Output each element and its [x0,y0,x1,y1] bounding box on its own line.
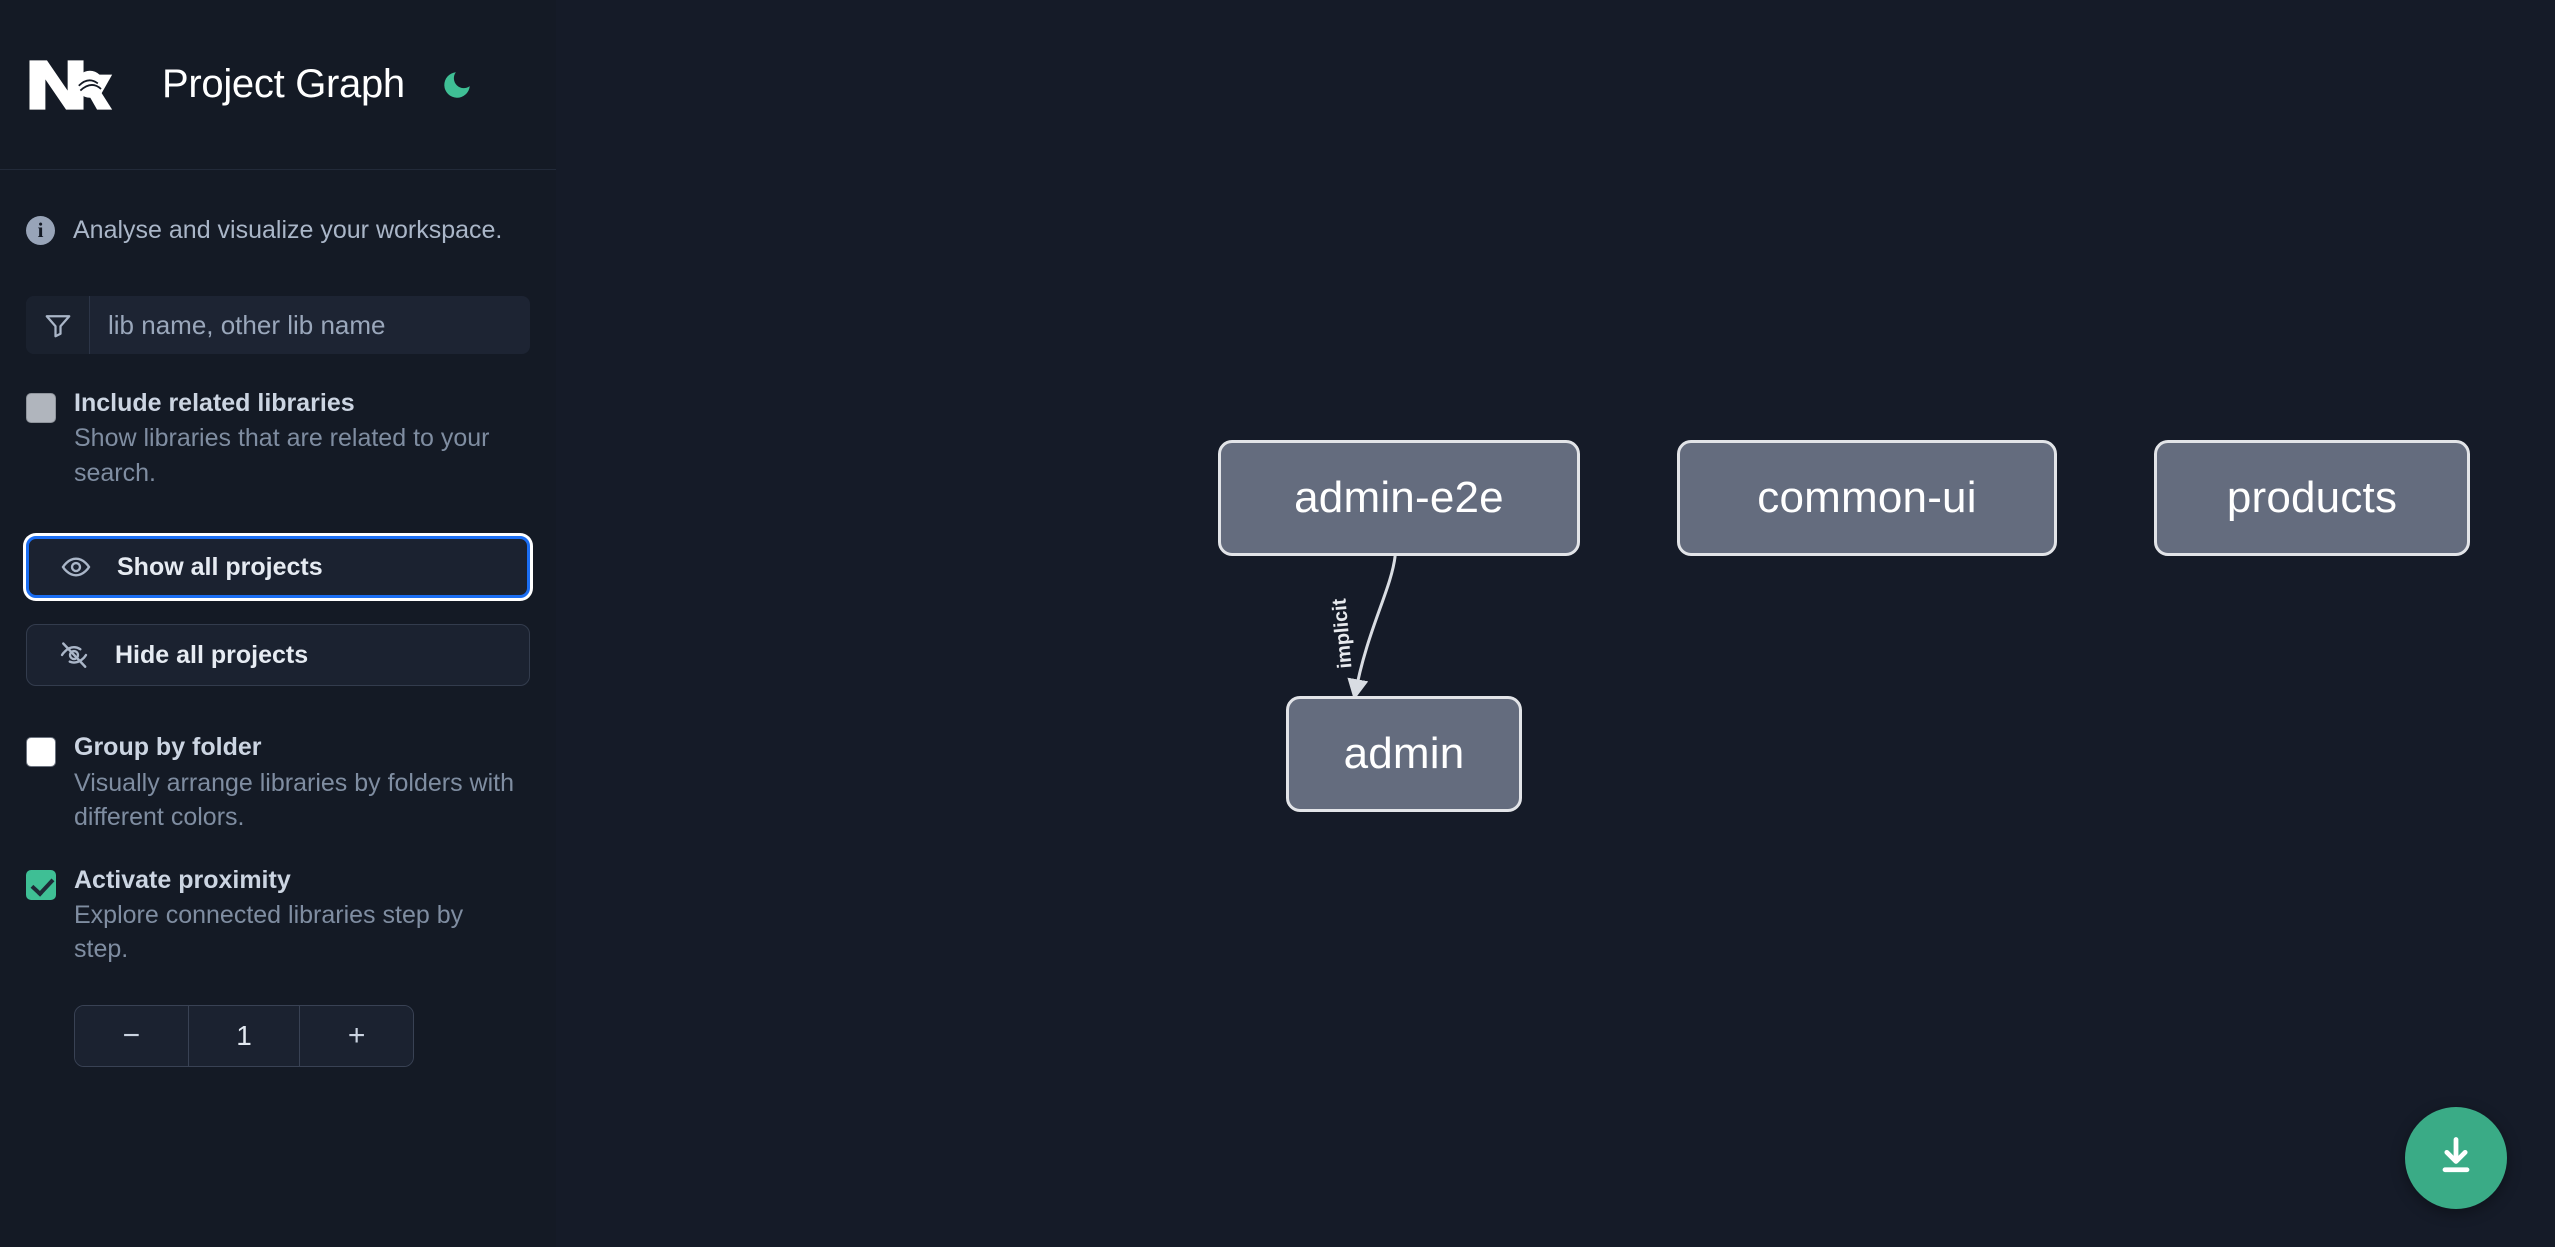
graph-node-label: common-ui [1757,473,1977,522]
moon-icon[interactable] [435,63,479,107]
page-title: Project Graph [162,62,405,106]
proximity-decrement-button[interactable]: − [75,1005,188,1066]
search-input[interactable] [90,296,530,354]
proximity-stepper[interactable]: − 1 + [74,1004,414,1067]
graph-node-products[interactable]: products [2154,440,2470,556]
graph-node-label: products [2226,473,2398,522]
tagline: i Analyse and visualize your workspace. [26,212,530,248]
sidebar-body: i Analyse and visualize your workspace. … [0,212,556,1067]
activate-proximity-label: Activate proximity [74,865,291,894]
sidebar: Project Graph i Analyse and visualize yo… [0,0,556,1247]
show-all-projects-button[interactable]: Show all projects [26,536,530,599]
include-related-libraries-description: Show libraries that are related to your … [74,424,490,487]
download-graph-button[interactable] [2405,1107,2507,1209]
option-include-related-libraries[interactable]: Include related libraries Show libraries… [26,388,530,490]
info-icon: i [26,215,55,245]
graph-edges [1347,555,1397,701]
nx-logo-icon [26,54,122,116]
proximity-value: 1 [187,1005,301,1066]
option-group-by-folder[interactable]: Group by folder Visually arrange librari… [26,732,530,834]
graph-canvas[interactable]: admin-e2e common-ui products store-e2e a… [556,0,2555,1247]
option-activate-proximity[interactable]: Activate proximity Explore connected lib… [26,865,530,967]
show-all-projects-label: Show all projects [117,552,323,581]
group-by-folder-checkbox[interactable] [26,737,56,768]
eye-off-icon [55,636,93,674]
graph-node-admin-e2e[interactable]: admin-e2e [1218,440,1580,556]
include-related-libraries-label: Include related libraries [74,389,355,417]
tagline-text: Analyse and visualize your workspace. [73,215,503,244]
include-related-libraries-checkbox[interactable] [26,393,56,423]
eye-icon [57,548,95,586]
group-by-folder-description: Visually arrange libraries by folders wi… [74,768,515,832]
hide-all-projects-label: Hide all projects [115,640,309,669]
activate-proximity-checkbox[interactable] [26,869,56,900]
sidebar-header: Project Graph [0,0,556,170]
graph-node-common-ui[interactable]: common-ui [1677,440,2057,556]
download-icon [2434,1134,2478,1183]
hide-all-projects-button[interactable]: Hide all projects [26,624,530,687]
proximity-increment-button[interactable]: + [300,1005,413,1066]
group-by-folder-label: Group by folder [74,733,262,762]
filter-box[interactable] [26,296,530,354]
graph-node-label: admin [1343,729,1465,778]
filter-icon [26,296,90,354]
graph-node-admin[interactable]: admin [1286,696,1522,812]
activate-proximity-description: Explore connected libraries step by step… [74,900,464,964]
graph-node-label: admin-e2e [1294,473,1504,522]
